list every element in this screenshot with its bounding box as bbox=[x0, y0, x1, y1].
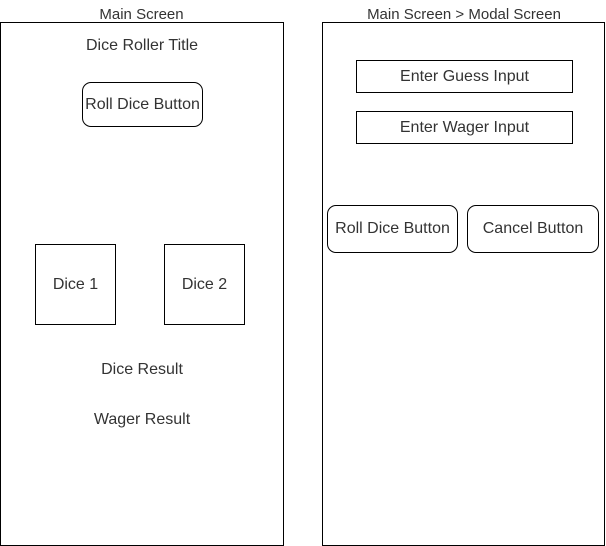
modal-screen-label: Main Screen > Modal Screen bbox=[367, 6, 561, 23]
dice-roller-title: Dice Roller Title bbox=[85, 37, 199, 54]
guess-input[interactable]: Enter Guess Input bbox=[356, 60, 573, 93]
modal-screen-frame: Enter Guess Input Enter Wager Input Roll… bbox=[322, 22, 605, 546]
main-screen-label: Main Screen bbox=[99, 6, 184, 23]
main-screen-frame: Dice Roller Title Roll Dice Button Dice … bbox=[0, 22, 284, 546]
wager-result: Wager Result bbox=[93, 411, 191, 428]
dice-1: Dice 1 bbox=[35, 244, 116, 325]
roll-dice-button[interactable]: Roll Dice Button bbox=[82, 82, 203, 127]
dice-result: Dice Result bbox=[101, 361, 183, 378]
dice-2: Dice 2 bbox=[164, 244, 245, 325]
cancel-button[interactable]: Cancel Button bbox=[467, 205, 599, 253]
modal-roll-dice-button[interactable]: Roll Dice Button bbox=[327, 205, 458, 253]
wager-input[interactable]: Enter Wager Input bbox=[356, 111, 573, 144]
